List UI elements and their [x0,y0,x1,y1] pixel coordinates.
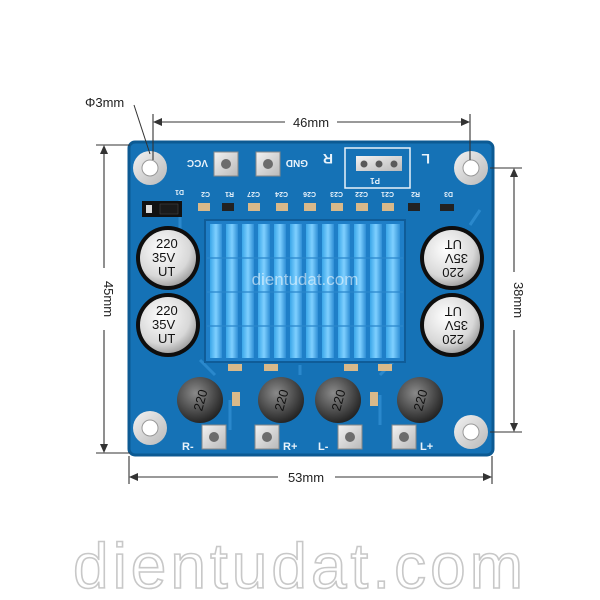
c22-label: C22 [355,190,368,197]
dim-top: 46mm [293,115,329,130]
c21-label: C21 [381,190,394,197]
svg-text:UT: UT [158,331,175,346]
capacitor-3: 220 35V UT [420,226,484,290]
c2-label: C2 [201,190,210,197]
p1-label: P1 [370,176,380,185]
inductor-1: 220 [177,377,223,423]
svg-text:UT: UT [445,237,462,252]
dim-left: 45mm [101,281,116,317]
out-l-plus-label: L+ [420,441,433,453]
output-pad-l-minus [337,424,363,450]
mounting-hole-top-left [133,151,167,185]
dim-bottom: 53mm [288,470,324,485]
dimension-lines [96,104,522,484]
out-l-minus-label: L- [318,441,329,453]
inductor-3: 220 [315,377,361,423]
capacitor-2: 220 35V UT [136,293,200,357]
diode-d1 [142,201,182,217]
svg-text:35V: 35V [445,251,468,266]
svg-text:UT: UT [445,304,462,319]
out-r-minus-label: R- [182,441,194,453]
pcb-edge [127,140,495,457]
svg-text:35V: 35V [152,250,175,265]
dim-hole: Φ3mm [85,95,124,110]
gnd-pad [255,151,281,177]
c23-label: C23 [330,190,343,197]
svg-text:220: 220 [190,388,210,413]
svg-text:220: 220 [156,236,178,251]
c27-label: C27 [247,190,260,197]
input-header [344,147,411,189]
watermark-bottom: dientudat.com [73,530,527,600]
c24-label: C24 [275,190,288,197]
vcc-pad [213,151,239,177]
output-pad-r-minus [201,424,227,450]
heatsink [204,219,406,363]
r-label: R [323,151,333,167]
svg-text:220: 220 [156,303,178,318]
r1-label: R1 [225,190,234,197]
watermark-center: dientudat.com [252,270,359,289]
output-pad-l-plus [391,424,417,450]
svg-text:220: 220 [410,388,430,413]
c26-label: C26 [303,190,316,197]
capacitor-4: 220 35V UT [420,293,484,357]
smd-row [198,203,454,211]
svg-text:220: 220 [271,388,291,413]
out-r-plus-label: R+ [283,441,297,453]
inductor-2: 220 [258,377,304,423]
inductor-4: 220 [397,377,443,423]
svg-text:35V: 35V [445,318,468,333]
dim-right: 38mm [511,282,526,318]
svg-text:220: 220 [442,332,464,347]
heatsink-grooves [207,257,403,327]
output-pad-r-plus [254,424,280,450]
l-label: L [421,151,430,167]
gnd-label: GND [286,157,308,168]
capacitor-1: 220 35V UT [136,226,200,290]
pcb: VCC GND R L P1 D1 [127,140,495,457]
d1-label: D1 [175,188,184,195]
d3-label: D3 [444,190,453,197]
vcc-label: VCC [187,157,208,168]
r2-label: R2 [411,190,420,197]
svg-text:UT: UT [158,264,175,279]
mounting-hole-bottom-right [454,415,488,449]
svg-text:220: 220 [442,265,464,280]
mounting-hole-bottom-left [133,411,167,445]
mounting-hole-top-right [454,151,488,185]
smd-lower [228,364,392,406]
svg-text:35V: 35V [152,317,175,332]
svg-text:220: 220 [328,388,348,413]
